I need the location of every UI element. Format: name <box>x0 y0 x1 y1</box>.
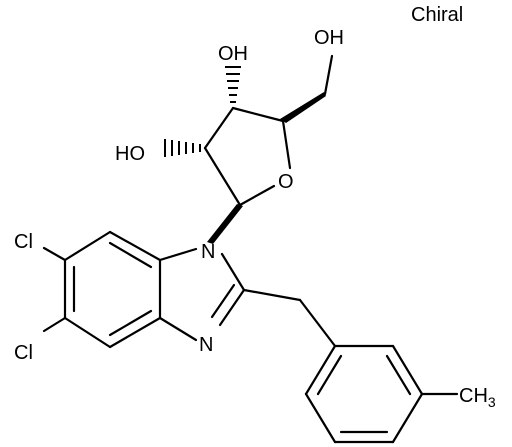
label-methyl: CH3 <box>459 385 496 410</box>
wedge-bond-c1-n <box>207 204 243 244</box>
label-ring-oxygen: O <box>278 171 294 193</box>
bond-cl-upper <box>42 246 67 262</box>
hash-bond-c2-oh <box>164 139 201 157</box>
label-cl-upper: Cl <box>14 231 33 253</box>
label-n1: N <box>201 241 215 263</box>
label-n3: N <box>199 334 213 356</box>
label-ho-c2: HO <box>115 143 145 165</box>
label-cl-lower: Cl <box>14 342 33 364</box>
benzyl-linker <box>242 288 337 348</box>
label-oh-ch2: OH <box>314 27 344 49</box>
chiral-label: Chiral <box>411 4 463 26</box>
bond-cl-lower <box>42 316 67 333</box>
bond-ch2-oh <box>323 54 334 96</box>
label-oh-c3: OH <box>218 43 248 65</box>
ribose-ring <box>203 106 292 207</box>
wedge-bond-c4-ch2 <box>280 92 326 123</box>
benzo-ring <box>63 230 162 349</box>
label-methyl-subscript: 3 <box>488 394 496 410</box>
tolyl-ring <box>304 344 459 444</box>
hash-bond-c3-oh <box>225 66 241 103</box>
imidazole-ring <box>158 247 246 342</box>
